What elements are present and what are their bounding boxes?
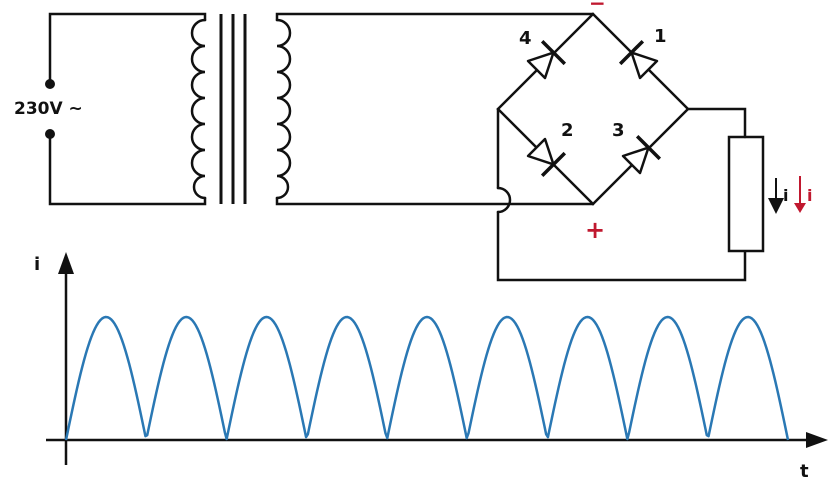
secondary-coil: [275, 18, 292, 200]
diode-2-label: 2: [561, 120, 574, 141]
bridge-diamond: [496, 12, 690, 206]
output-wire-right: [686, 107, 747, 139]
diode-4-triangle: [526, 51, 555, 80]
diode-2-triangle: [526, 137, 555, 166]
source-terminal-bottom: [45, 129, 55, 139]
load-resistor: [727, 135, 765, 253]
current-graph: i t: [34, 252, 828, 482]
primary-wire-top: [48, 12, 207, 84]
diode-2: [526, 137, 567, 178]
current-label-red: i: [807, 186, 812, 205]
primary-coil: [190, 18, 207, 200]
diode-4-label: 4: [519, 28, 532, 49]
primary-wire-bottom: [48, 133, 207, 206]
diode-3-triangle: [621, 146, 650, 175]
output-wire-bottom: [496, 210, 747, 282]
diode-2-bar: [540, 151, 567, 178]
secondary-circuit: [275, 12, 765, 282]
y-axis-label: i: [34, 254, 40, 275]
diode-1-bar: [618, 39, 645, 66]
diode-3: [621, 134, 662, 175]
rectified-waveform: [64, 315, 790, 441]
diode-1-label: 1: [654, 26, 667, 47]
diode-3-label: 3: [612, 120, 625, 141]
current-label-black: i: [783, 186, 788, 205]
diode-1: [618, 39, 659, 80]
source-terminal-top: [45, 79, 55, 89]
minus-sign: −: [589, 0, 606, 15]
current-arrow-red: [794, 176, 806, 213]
wire-crossover-hop: [496, 186, 512, 214]
secondary-wire-bottom: [275, 196, 595, 206]
secondary-wire-top: [275, 12, 595, 22]
y-axis-arrowhead: [58, 252, 74, 274]
transformer-core: [219, 14, 247, 204]
x-axis-label: t: [800, 461, 809, 480]
diode-4-bar: [540, 39, 567, 66]
plus-sign: +: [585, 216, 605, 244]
diode-1-triangle: [630, 51, 659, 80]
source-label: 230V ~: [14, 99, 83, 119]
x-axis-arrowhead: [806, 432, 828, 448]
diode-4: [526, 39, 567, 80]
diode-3-bar: [635, 134, 662, 161]
primary-circuit: [48, 12, 207, 206]
